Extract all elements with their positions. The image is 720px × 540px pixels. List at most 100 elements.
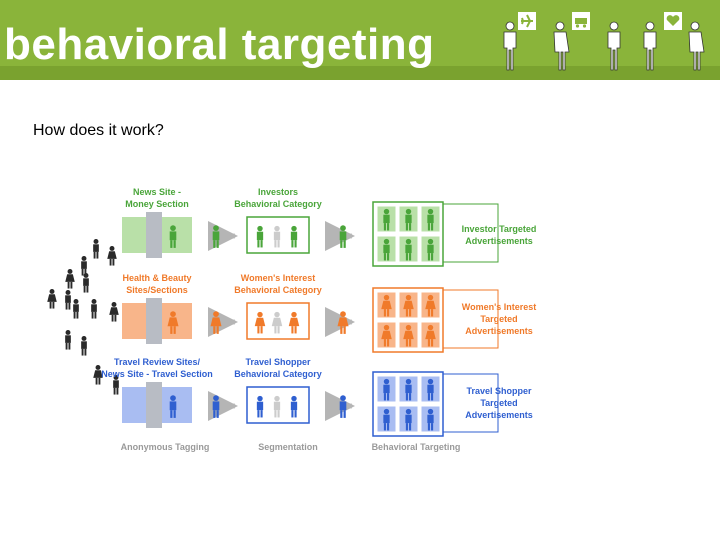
person-icon	[212, 225, 220, 248]
category-label-line: Women's Interest	[241, 273, 316, 283]
stage-label: Behavioral Targeting	[372, 442, 461, 452]
person-icon	[83, 272, 89, 293]
targeting-box	[372, 287, 444, 353]
person-icon	[273, 395, 281, 418]
person-icon	[688, 21, 705, 71]
person-icon	[553, 21, 570, 71]
source-label-line: News Site -	[133, 187, 181, 197]
person-icon	[256, 395, 264, 418]
person-icon	[405, 378, 412, 401]
banner-title: behavioral targeting	[4, 20, 435, 69]
tag-scanner	[146, 298, 162, 344]
person-icon	[405, 238, 412, 261]
source-label-line: Travel Review Sites/	[114, 357, 201, 367]
person-icon	[643, 21, 657, 71]
person-icon	[73, 298, 79, 319]
targeting-box	[372, 201, 444, 267]
person-icon	[81, 335, 87, 356]
person-icon	[210, 311, 222, 334]
stage-label: Segmentation	[258, 442, 318, 452]
person-icon	[383, 378, 390, 401]
bracket-line	[443, 289, 499, 349]
person-icon	[47, 288, 57, 309]
category-label-line: Behavioral Category	[234, 285, 322, 295]
bracket-line	[443, 203, 499, 263]
targeting-box	[372, 371, 444, 437]
source-label-line: Sites/Sections	[126, 285, 188, 295]
person-icon	[65, 329, 71, 350]
person-icon	[113, 374, 119, 395]
stage-label: Anonymous Tagging	[121, 442, 210, 452]
person-icon	[427, 378, 434, 401]
person-icon	[290, 225, 298, 248]
tag-scanner	[146, 382, 162, 428]
person-icon	[425, 294, 436, 317]
person-icon	[271, 311, 283, 334]
category-label-line: Investors	[258, 187, 298, 197]
person-icon	[81, 255, 87, 276]
person-icon	[273, 225, 281, 248]
person-icon	[212, 395, 220, 418]
person-icon	[339, 395, 347, 418]
person-icon	[381, 324, 392, 347]
airplane-icon	[518, 12, 536, 30]
person-icon	[256, 225, 264, 248]
car-icon	[572, 12, 590, 30]
ad-label-line: Investor Targeted	[462, 224, 537, 234]
person-icon	[65, 268, 75, 289]
anonymous-crowd	[47, 238, 119, 395]
person-icon	[169, 395, 177, 418]
ad-label-line: Advertisements	[465, 326, 533, 336]
category-label-line: Behavioral Category	[234, 199, 322, 209]
subtitle: How does it work?	[33, 122, 164, 139]
person-icon	[383, 208, 390, 231]
person-icon	[93, 364, 103, 385]
person-icon	[405, 408, 412, 431]
category-label-line: Travel Shopper	[245, 357, 311, 367]
person-icon	[167, 311, 179, 334]
person-icon	[427, 208, 434, 231]
person-icon	[383, 238, 390, 261]
person-icon	[254, 311, 266, 334]
ad-label-line: Advertisements	[465, 410, 533, 420]
person-icon	[107, 245, 117, 266]
person-icon	[381, 294, 392, 317]
header-banner: behavioral targeting	[0, 0, 720, 80]
category-label-line: Behavioral Category	[234, 369, 322, 379]
ad-label-line: Travel Shopper	[466, 386, 532, 396]
ad-label-line: Advertisements	[465, 236, 533, 246]
person-icon	[339, 225, 347, 248]
person-icon	[427, 408, 434, 431]
banner-stripe	[0, 66, 720, 80]
person-icon	[403, 294, 414, 317]
person-icon	[403, 324, 414, 347]
source-label: Travel Review Sites/News Site - Travel S…	[101, 357, 213, 379]
heart-icon	[664, 12, 682, 30]
person-icon	[503, 21, 517, 71]
person-icon	[290, 395, 298, 418]
person-icon	[65, 289, 71, 310]
stage-labels: Anonymous Tagging Segmentation Behavioral …	[121, 442, 461, 452]
source-label-line: Health & Beauty	[122, 273, 191, 283]
person-icon	[109, 301, 119, 322]
source-label-line: News Site - Travel Section	[101, 369, 213, 379]
person-icon	[93, 238, 99, 259]
person-icon	[91, 298, 97, 319]
diagram-row-travel: Travel Review Sites/News Site - Travel S…	[101, 357, 533, 437]
person-icon	[405, 208, 412, 231]
person-icon	[169, 225, 177, 248]
person-icon	[427, 238, 434, 261]
tag-scanner	[146, 212, 162, 258]
person-icon	[425, 324, 436, 347]
source-label-line: Money Section	[125, 199, 189, 209]
